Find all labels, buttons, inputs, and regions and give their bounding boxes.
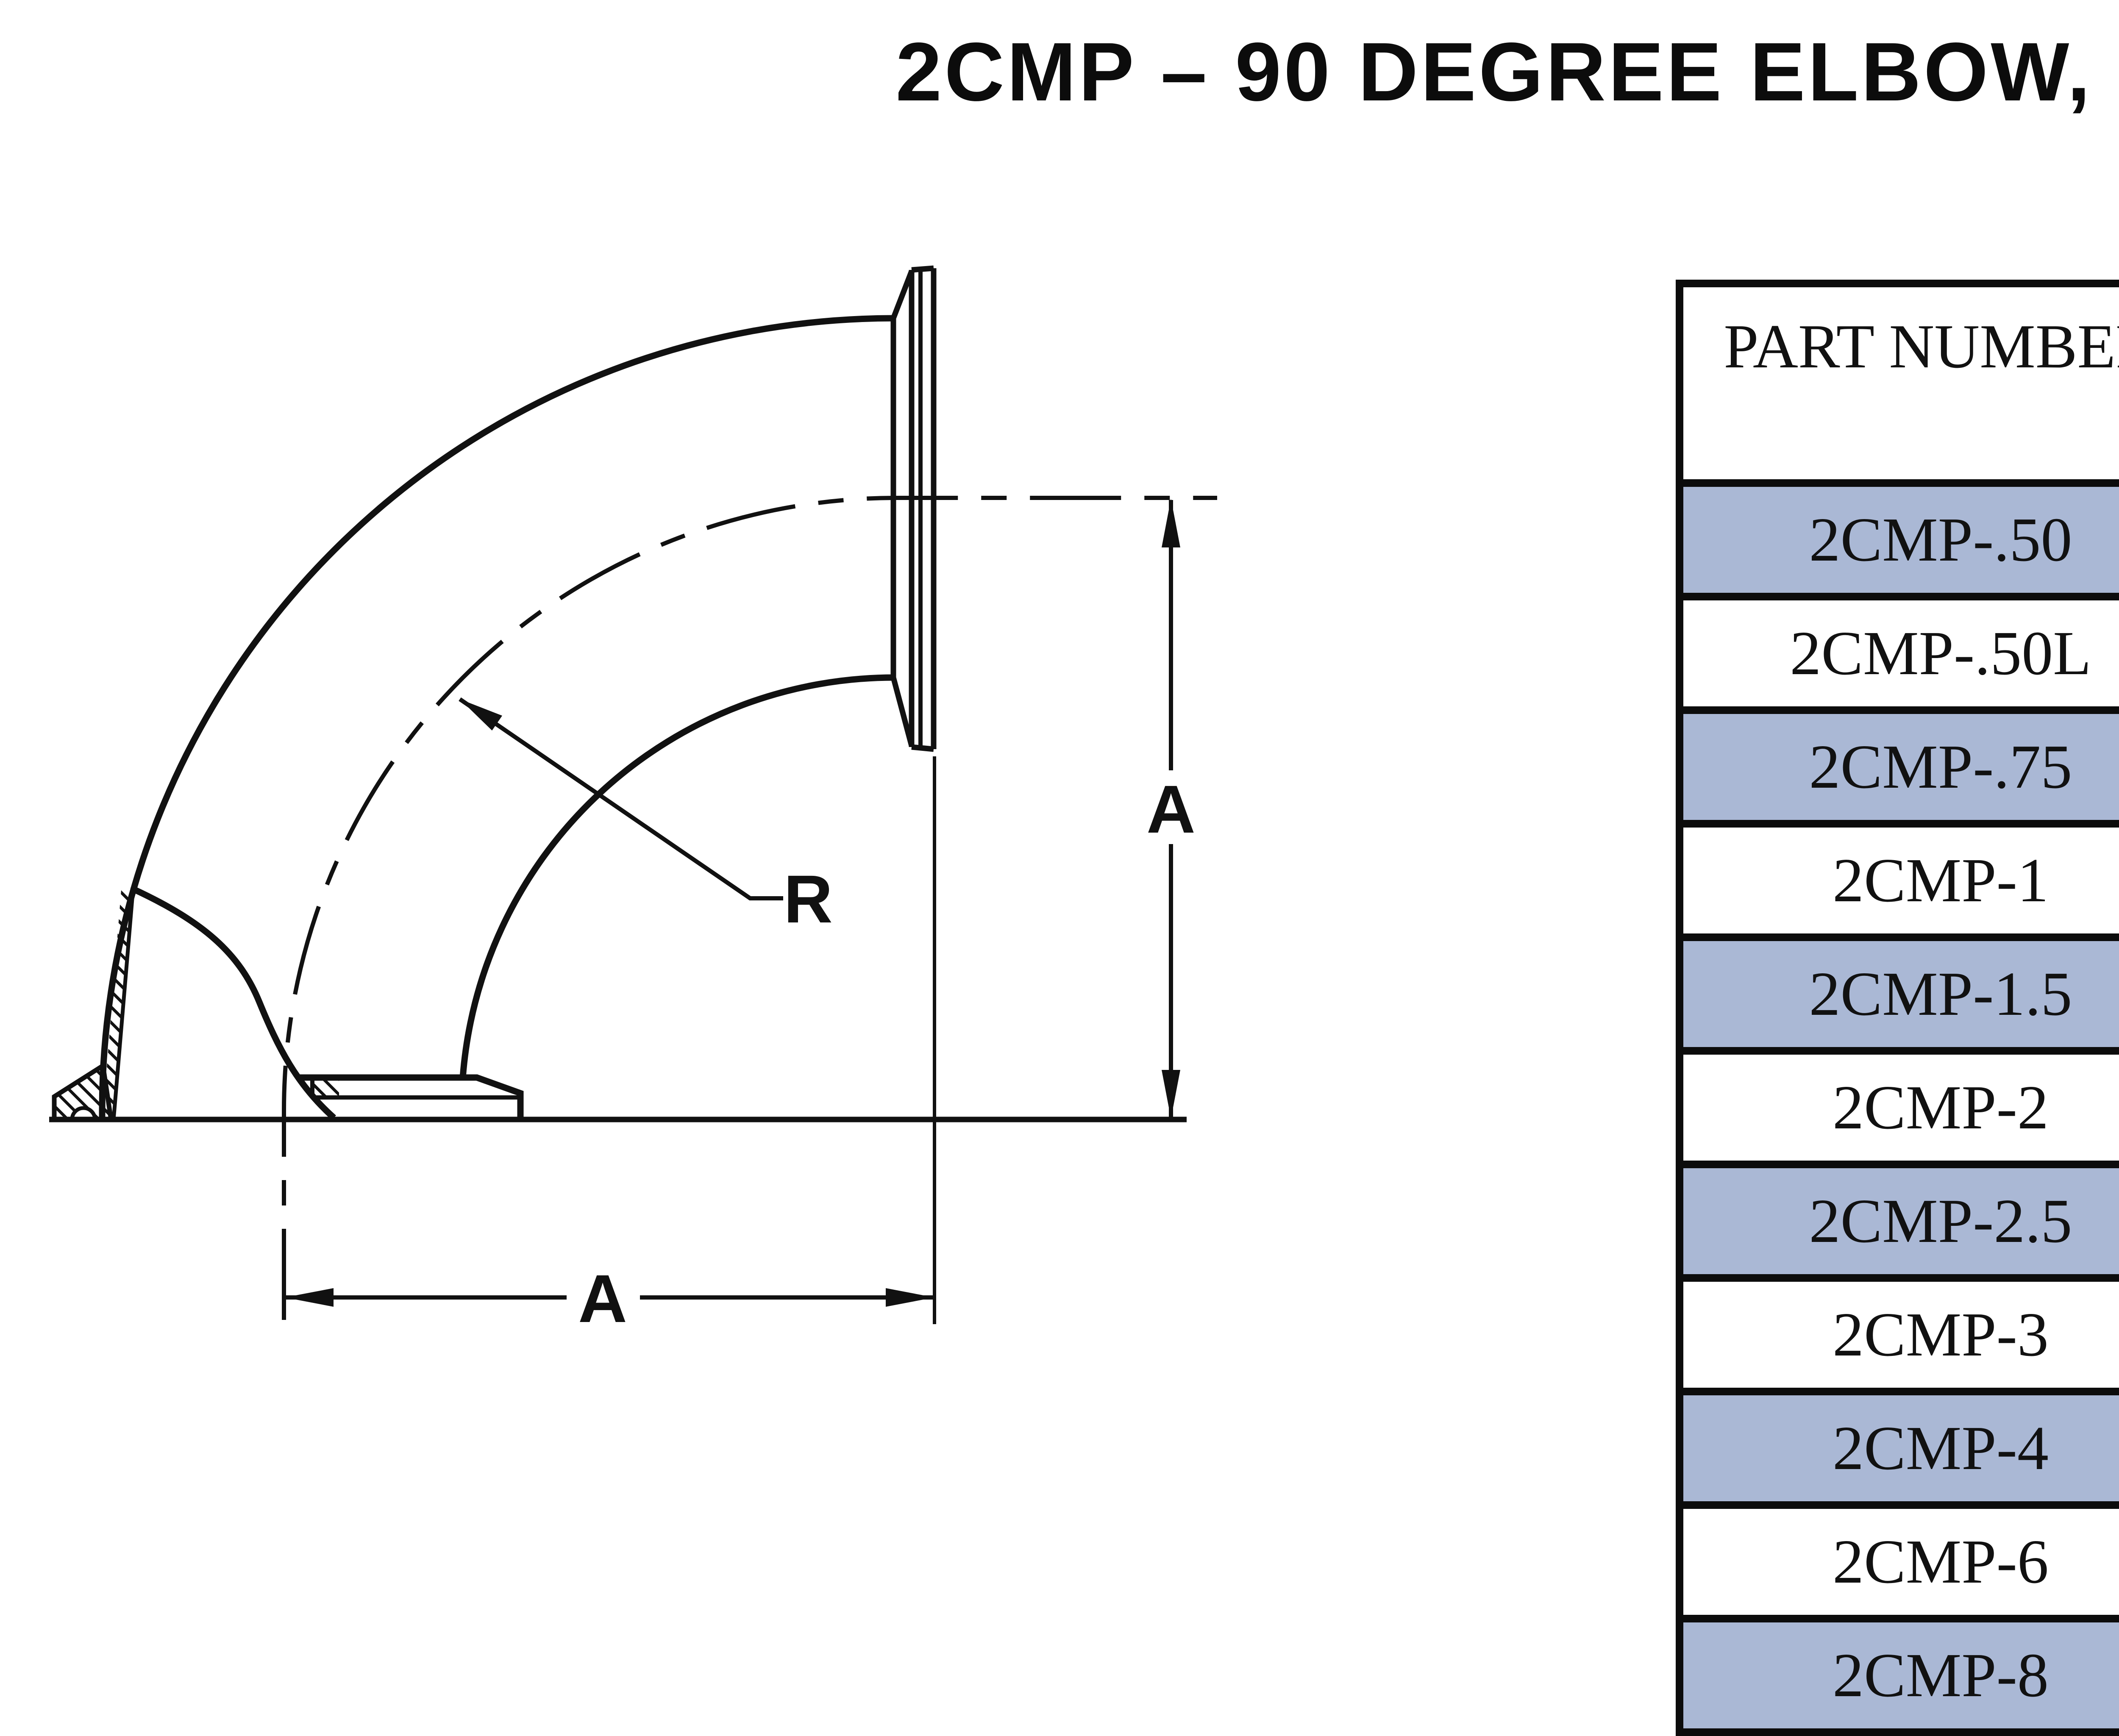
table-row: 2CMP-1.51-1/22.7502.250: [1676, 933, 2119, 1055]
cell-part: 2CMP-2: [1676, 1047, 2119, 1168]
arrowhead-down: [1162, 1070, 1180, 1119]
dimension-vertical-A: [1162, 499, 1180, 1119]
cell-part: 2CMP-1.5: [1676, 933, 2119, 1055]
wall-section-cut-edge: [111, 889, 135, 1120]
cell-part: 2CMP-.75: [1676, 706, 2119, 828]
table-row: 2CMP-223.5003.000: [1676, 1047, 2119, 1168]
arrowhead-right: [886, 1288, 934, 1307]
table-header: PART NUMBER SIZE (inches) A (inches) R (…: [1676, 280, 2119, 487]
clamp-ferrule-bottom: [297, 1074, 524, 1119]
cell-part: 2CMP-3: [1676, 1274, 2119, 1395]
radius-leader: [459, 697, 783, 900]
elbow-outer-arc: [99, 315, 895, 1119]
cell-part: 2CMP-4: [1676, 1388, 2119, 1509]
table-row: 2CMP-446.6256.000: [1676, 1388, 2119, 1509]
table-row: 2CMP-8812.87512.000: [1676, 1615, 2119, 1736]
elbow-technical-drawing: A A R: [49, 265, 1217, 1336]
dimensions-table: PART NUMBER SIZE (inches) A (inches) R (…: [1676, 280, 2119, 1736]
table-row: 2CMP-2.52-1/24.2503.750: [1676, 1161, 2119, 1282]
arrowhead-leader: [460, 699, 502, 731]
cell-part: 2CMP-6: [1676, 1501, 2119, 1622]
header-part-number: PART NUMBER: [1676, 280, 2119, 487]
table-row: 2CMP-.501/21.250.750: [1676, 479, 2119, 600]
table-body: 2CMP-.501/21.250.7502CMP-.50L1/21.6251.1…: [1676, 479, 2119, 1736]
centerline: [282, 496, 1217, 1320]
cell-part: 2CMP-.50: [1676, 479, 2119, 600]
section-inner-curve: [131, 886, 336, 1120]
arrowhead-up: [1162, 499, 1180, 547]
page-title: 2CMP – 90 DEGREE ELBOW, CLAMP ENDS: [895, 25, 2119, 118]
dim-label-vertical-A: A: [1146, 771, 1196, 847]
table-row: 2CMP-335.0004.500: [1676, 1274, 2119, 1395]
table-row: 2CMP-.50L1/21.6251.125: [1676, 593, 2119, 714]
cell-part: 2CMP-8: [1676, 1615, 2119, 1736]
clamp-ferrule-right: [890, 265, 937, 752]
table-row: 2CMP-669.7509.000: [1676, 1501, 2119, 1622]
header-line1: PART NUMBER: [1724, 312, 2119, 381]
wall-section-hatch: [103, 885, 133, 1119]
cell-part: 2CMP-2.5: [1676, 1161, 2119, 1282]
gasket-groove: [70, 1106, 97, 1122]
dimension-horizontal-A: [285, 1288, 934, 1307]
radius-label-R: R: [784, 861, 833, 937]
arrowhead-left: [285, 1288, 334, 1307]
cell-part: 2CMP-1: [1676, 820, 2119, 941]
table-row: 2CMP-112.0001.500: [1676, 820, 2119, 941]
cell-part: 2CMP-.50L: [1676, 593, 2119, 714]
dim-label-horizontal-A: A: [578, 1261, 627, 1336]
table-row: 2CMP-.753/41.6251.125: [1676, 706, 2119, 828]
